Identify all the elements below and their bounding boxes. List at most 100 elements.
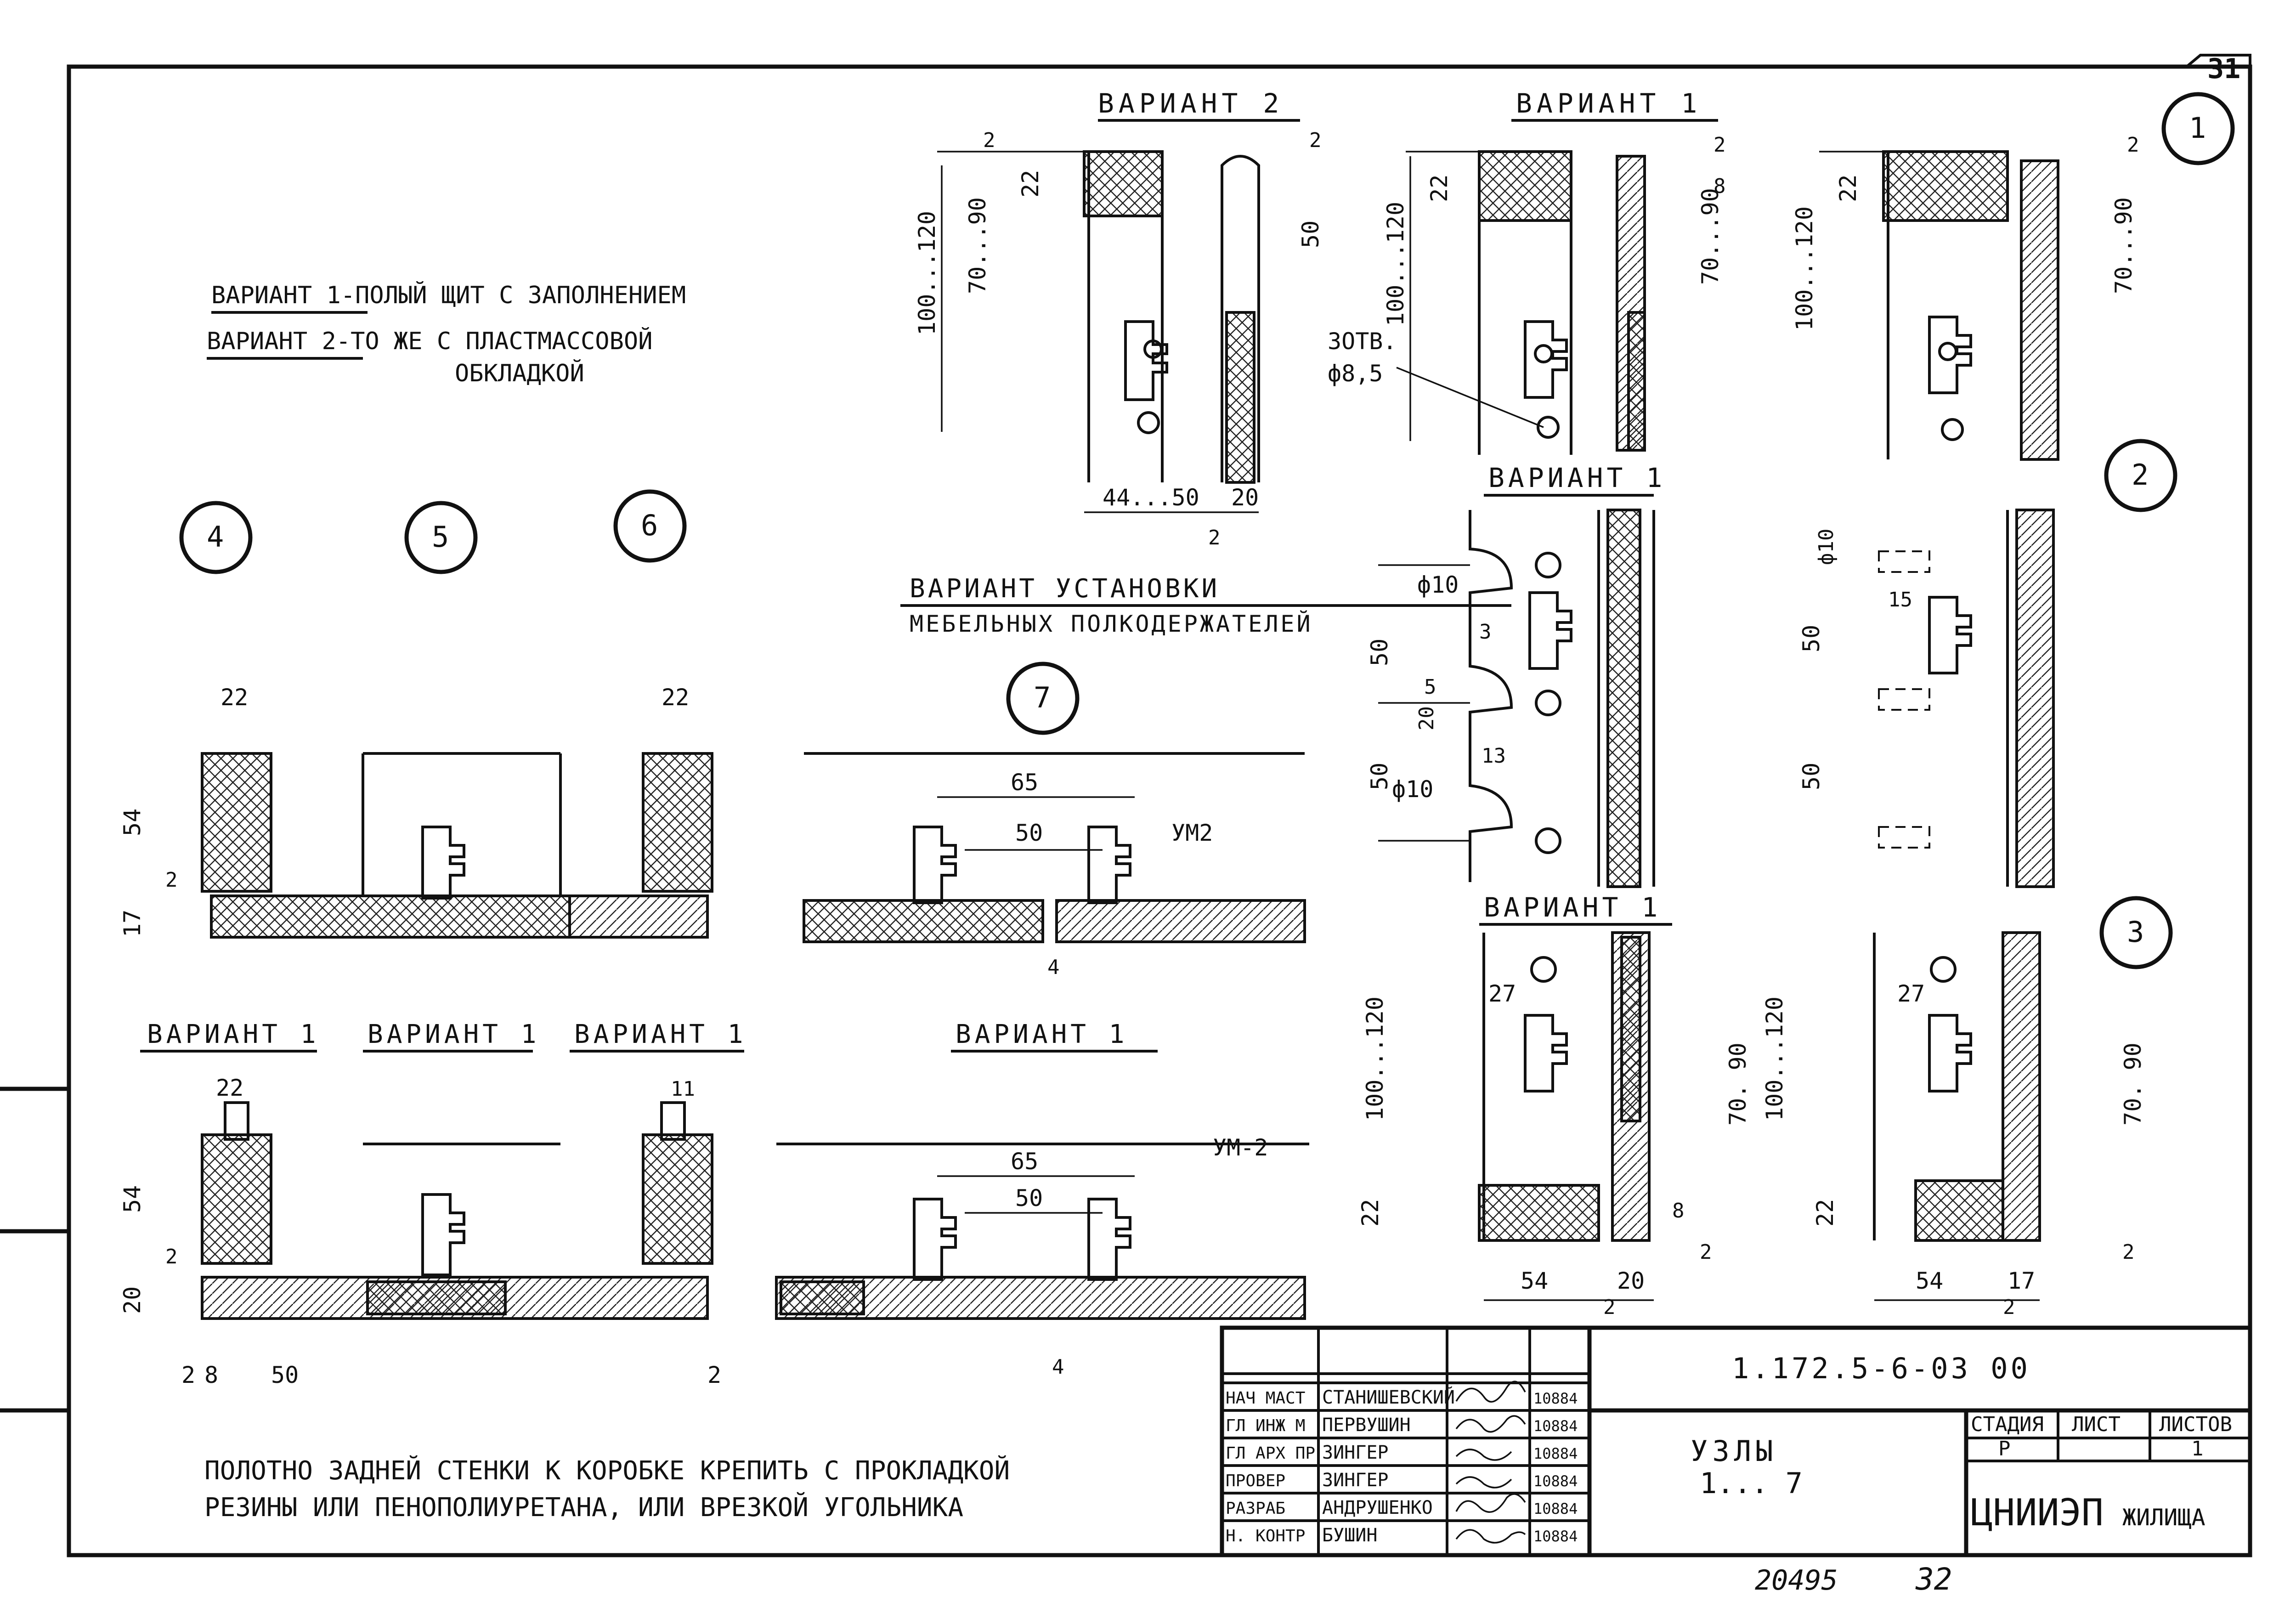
node-marker-4: 4 [179, 501, 253, 574]
signature [1455, 1415, 1526, 1433]
svg-text:22: 22 [1835, 175, 1861, 202]
svg-text:2: 2 [165, 1245, 178, 1268]
node-marker-2: 2 [2104, 439, 2177, 512]
svg-text:100...120: 100...120 [1791, 206, 1818, 331]
note-variant2-cont: ОБКЛАДКОЙ [455, 359, 584, 387]
svg-text:1: 1 [2189, 111, 2206, 145]
svg-text:11: 11 [671, 1077, 695, 1101]
title-line1: УЗЛЫ [1691, 1434, 1777, 1468]
signature [1455, 1449, 1512, 1461]
svg-text:50: 50 [1015, 820, 1043, 846]
svg-text:2: 2 [983, 129, 995, 152]
svg-text:10884: 10884 [1533, 1472, 1578, 1490]
svg-text:27: 27 [1897, 980, 1925, 1007]
svg-text:8: 8 [1672, 1199, 1685, 1223]
svg-text:4: 4 [207, 520, 224, 554]
svg-text:ВАРИАНТ 1: ВАРИАНТ 1 [956, 1019, 1128, 1049]
svg-text:ЛИСТ: ЛИСТ [2072, 1413, 2121, 1436]
detail-row3: ВАРИАНТ 1 ВАРИАНТ 1 ВАРИАНТ 1 ВАРИАНТ 1 … [119, 1019, 1309, 1388]
svg-text:3: 3 [2127, 915, 2144, 949]
detail-nodes-4-5-6: 22 22 54 17 2 [119, 684, 713, 939]
svg-text:8: 8 [1714, 175, 1726, 198]
svg-text:УМ-2: УМ-2 [1213, 1134, 1268, 1161]
note-variant2: ВАРИАНТ 2-ТО ЖЕ С ПЛАСТМАССОВОЙ [207, 327, 653, 355]
title-line2: 1... 7 [1700, 1466, 1803, 1500]
org-name: ЦНИИЭП [1971, 1491, 2104, 1534]
svg-text:22: 22 [221, 684, 248, 711]
detail-node7: 65 50 УМ2 4 [803, 752, 1306, 979]
svg-text:СТАДИЯ: СТАДИЯ [1971, 1413, 2044, 1436]
svg-text:2: 2 [2127, 133, 2139, 157]
svg-text:10884: 10884 [1533, 1390, 1578, 1407]
svg-text:ВАРИАНТ УСТАНОВКИ: ВАРИАНТ УСТАНОВКИ [910, 574, 1220, 604]
svg-text:100...120: 100...120 [1761, 996, 1788, 1121]
svg-text:65: 65 [1011, 769, 1038, 796]
svg-text:6: 6 [641, 509, 658, 542]
svg-text:2: 2 [1309, 129, 1322, 152]
svg-text:50: 50 [1798, 625, 1825, 652]
svg-text:20: 20 [1231, 484, 1259, 511]
svg-text:УМ2: УМ2 [1171, 820, 1213, 846]
svg-text:ЗИНГЕР: ЗИНГЕР [1322, 1470, 1389, 1491]
svg-text:27: 27 [1488, 980, 1516, 1007]
detail-node3: 100...120 27 22 70. 90 2 54 17 2 [1761, 931, 2146, 1319]
page-number: 32 [1915, 1562, 1952, 1597]
svg-text:Н. КОНТР: Н. КОНТР [1226, 1527, 1305, 1545]
svg-text:АНДРУШЕНКО: АНДРУШЕНКО [1322, 1497, 1433, 1518]
detail-shelf-holders: ВАРИАНТ 1 ВАРИАНТ УСТАНОВКИ МЕБЕЛЬНЫХ ПО… [900, 462, 1662, 888]
svg-text:10884: 10884 [1533, 1445, 1578, 1462]
doc-code: 1.172.5-6-03 00 [1732, 1352, 2030, 1385]
title-block: 1.172.5-6-03 00 УЗЛЫ 1... 7 СТАДИЯ ЛИСТ … [1220, 1325, 2252, 1557]
svg-text:22: 22 [1357, 1199, 1384, 1227]
svg-text:50: 50 [1015, 1185, 1043, 1211]
svg-text:5: 5 [432, 520, 449, 554]
svg-text:1: 1 [2191, 1437, 2204, 1460]
svg-text:2: 2 [1603, 1296, 1616, 1319]
svg-text:2: 2 [1208, 526, 1221, 549]
svg-text:Р: Р [1998, 1437, 2011, 1460]
svg-text:ГЛ АРХ ПР: ГЛ АРХ ПР [1226, 1444, 1315, 1463]
svg-text:4: 4 [1052, 1355, 1064, 1379]
svg-text:10884: 10884 [1533, 1528, 1578, 1545]
note-bottom-2: РЕЗИНЫ ИЛИ ПЕНОПОЛИУРЕТАНА, ИЛИ ВРЕЗКОЙ … [204, 1492, 963, 1523]
heading-variant2: ВАРИАНТ 2 [1098, 88, 1284, 119]
svg-text:54: 54 [1916, 1268, 1943, 1294]
svg-text:ф10: ф10 [1392, 776, 1433, 803]
svg-text:70...90: 70...90 [2110, 197, 2137, 294]
svg-text:2: 2 [181, 1362, 195, 1388]
detail-node2: ф10 15 50 50 [1798, 509, 2055, 888]
corner-tab [2186, 54, 2251, 80]
svg-text:МЕБЕЛЬНЫХ ПОЛКОДЕРЖАТЕЛЕЙ: МЕБЕЛЬНЫХ ПОЛКОДЕРЖАТЕЛЕЙ [910, 610, 1313, 637]
detail-node1: 100...120 22 70...90 2 [1791, 133, 2139, 461]
detail-variant1-top: ВАРИАНТ 1 100...120 22 70...90 8 2 3ОТВ.… [1328, 88, 1726, 455]
node-marker-7: 7 [1006, 662, 1080, 735]
svg-text:50: 50 [1366, 639, 1393, 666]
svg-text:100...120: 100...120 [1362, 996, 1388, 1121]
heading-variant1: ВАРИАНТ 1 [1516, 88, 1702, 119]
svg-text:17: 17 [119, 910, 146, 937]
svg-text:20: 20 [1415, 706, 1438, 730]
svg-text:БУШИН: БУШИН [1322, 1525, 1377, 1546]
svg-text:ф10: ф10 [1417, 572, 1459, 598]
svg-text:54: 54 [119, 809, 146, 836]
svg-text:ПРОВЕР: ПРОВЕР [1226, 1472, 1285, 1490]
svg-text:РАЗРАБ: РАЗРАБ [1226, 1499, 1285, 1518]
detail-variant1-lower: ВАРИАНТ 1 100...120 27 22 70. 90 8 2 54 … [1357, 892, 1751, 1319]
svg-text:НАЧ МАСТ: НАЧ МАСТ [1226, 1389, 1305, 1408]
svg-text:3: 3 [1479, 620, 1492, 644]
svg-text:13: 13 [1482, 744, 1506, 768]
svg-text:ГЛ ИНЖ М: ГЛ ИНЖ М [1226, 1416, 1305, 1435]
svg-text:50: 50 [1366, 763, 1393, 790]
svg-text:СТАНИШЕВСКИЙ: СТАНИШЕВСКИЙ [1322, 1386, 1455, 1408]
svg-text:22: 22 [1812, 1199, 1838, 1227]
sheet-frame [67, 64, 2252, 1557]
svg-text:50: 50 [1798, 763, 1825, 790]
svg-text:70...90: 70...90 [1697, 188, 1724, 285]
svg-text:ф8,5: ф8,5 [1328, 360, 1383, 387]
svg-text:44...50: 44...50 [1103, 484, 1199, 511]
svg-text:10884: 10884 [1533, 1500, 1578, 1517]
signature [1455, 1493, 1526, 1513]
svg-text:50: 50 [271, 1362, 299, 1388]
svg-text:ВАРИАНТ 1: ВАРИАНТ 1 [1484, 892, 1661, 923]
signature [1455, 1529, 1526, 1544]
